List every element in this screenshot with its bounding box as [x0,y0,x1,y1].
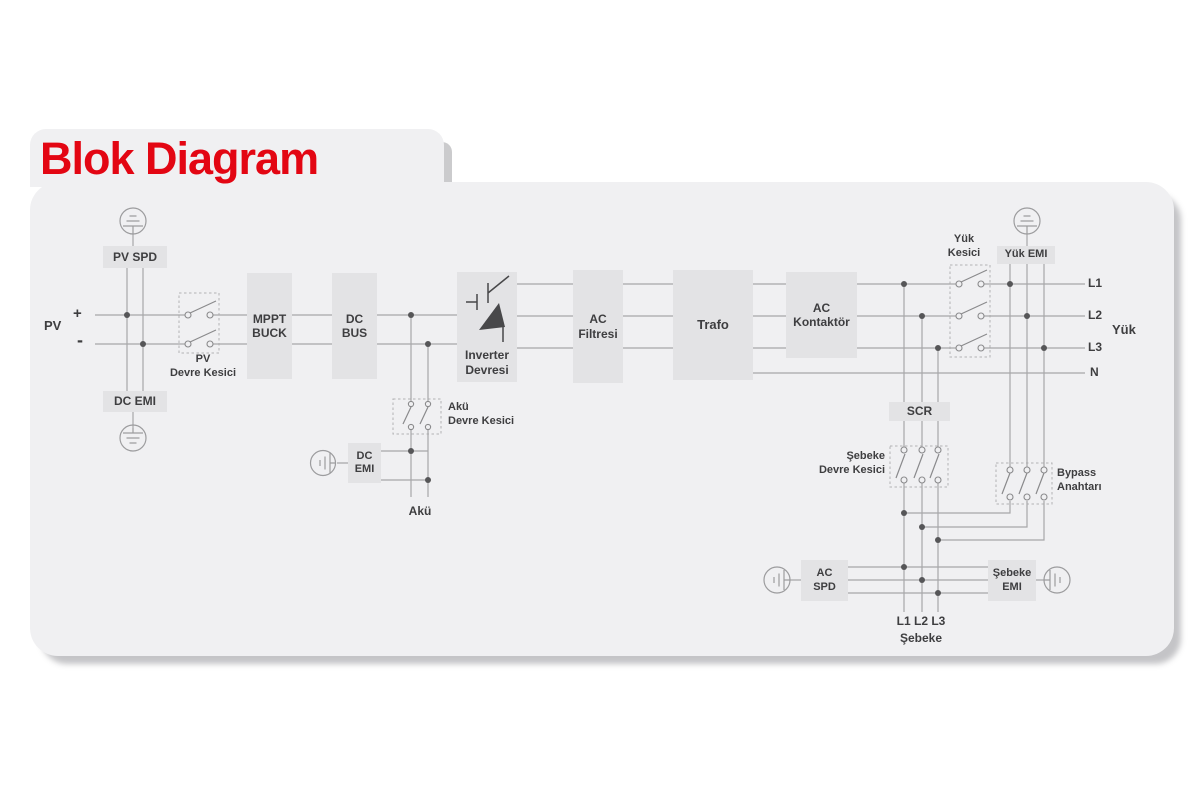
label-plus: + [73,305,82,322]
label-battery-breaker: Akü Devre Kesici [448,401,515,427]
block-sebeke-emi: Şebeke EMI [988,560,1036,601]
label-grid-phases: L1 L2 L3 [896,614,946,628]
block-ac-spd: AC SPD [801,560,848,601]
label-l3: L3 [1088,340,1103,354]
block-dc-emi-battery: DC EMI [348,443,381,483]
label-n: N [1090,365,1099,379]
block-trafo: Trafo [673,270,753,380]
label-load-breaker: Yük Kesici [947,233,981,259]
block-ac-contactor: AC Kontaktör [786,272,857,358]
label-load: Yük [1112,322,1136,337]
label-battery: Akü [408,504,432,518]
label-grid-breaker: Şebeke Devre Kesici [818,450,885,476]
label-pv-input: PV [44,318,62,333]
block-scr: SCR [889,402,950,421]
block-yuk-emi: Yük EMI [997,246,1055,264]
label-l2: L2 [1088,308,1103,322]
label-minus: - [77,330,83,350]
block-dc-emi-pv: DC EMI [103,391,167,412]
label-bypass-switch: Bypass Anahtarı [1057,467,1102,493]
page-title: Blok Diagram [40,133,319,184]
block-mppt-buck: MPPT BUCK [247,273,292,379]
block-dc-bus: DC BUS [332,273,377,379]
label-l1: L1 [1088,276,1103,290]
title-tab [30,129,444,187]
block-ac-filter: AC Filtresi [573,270,623,383]
block-inverter: Inverter Devresi [457,272,517,382]
label-pv-breaker: PV Devre Kesici [169,353,237,379]
block-pv-spd: PV SPD [103,246,167,268]
label-grid: Şebeke [899,631,943,645]
